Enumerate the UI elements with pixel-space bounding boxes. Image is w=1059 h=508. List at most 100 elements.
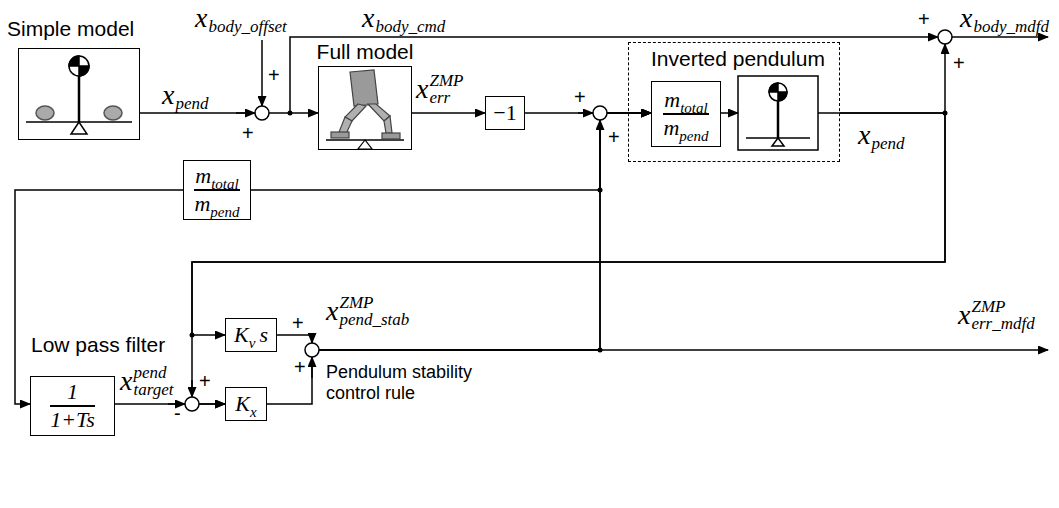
symbol: m (195, 164, 211, 188)
mass-ratio: mtotalmpend (663, 88, 708, 140)
signal-wires (168, 37, 1048, 404)
signal-symbol: x (960, 2, 972, 34)
block-box: mtotalmpend (651, 81, 721, 147)
symbol: K (235, 392, 250, 416)
spacer (175, 78, 208, 95)
block-box: mtotalmpend (183, 160, 251, 220)
signal-name: xbody_mdfd (960, 1, 1049, 35)
fraction-bar (50, 405, 95, 407)
subscript: v (249, 336, 256, 351)
sign-mark: + (292, 312, 304, 334)
subscript: body_offset (208, 18, 286, 35)
signal-symbol: x (326, 295, 338, 327)
sign-mark: + (294, 356, 306, 378)
superscript: ZMP (429, 72, 463, 89)
block-heading: Inverted pendulum (651, 47, 825, 71)
fraction-row: mpend (194, 192, 239, 216)
superscript: ZMP (339, 294, 409, 311)
superscript: pend (133, 364, 173, 381)
summing-junctions (185, 30, 952, 411)
spacer (871, 118, 904, 135)
signal-name: xpend (858, 118, 904, 152)
gain-value: −1 (493, 101, 516, 125)
block-box: Low pass filter11+Ts (30, 376, 115, 436)
block-box: Kvs (225, 318, 277, 352)
sign-mark: + (199, 370, 211, 392)
signal-symbol: x (362, 2, 374, 34)
signal-symbol: x (195, 2, 207, 34)
sign-mark: - (174, 402, 181, 424)
symbol: 1 (67, 380, 78, 404)
dashed-group-box: Inverted pendulummtotalmpend (628, 42, 840, 162)
signal-name: xZMPpend_stab (326, 294, 409, 328)
signal-connector (267, 113, 651, 404)
index-stack: body_cmd (375, 1, 445, 35)
subscript: err_mdfd (971, 315, 1034, 332)
signal-symbol: x (958, 299, 970, 331)
sign-mark: + (268, 64, 280, 86)
index-stack: ZMPerr_mdfd (971, 298, 1034, 332)
symbol: m (664, 88, 680, 112)
subscript: target (133, 381, 173, 398)
junction-dots (190, 111, 948, 353)
signal-symbol: x (858, 119, 870, 151)
sign-mark: + (918, 8, 930, 30)
velocity-gain: Kvs (234, 323, 268, 347)
subscript: err (429, 89, 463, 106)
superscript: ZMP (971, 298, 1034, 315)
subscript: pend (210, 205, 239, 220)
signal-name: xZMPerr (416, 72, 463, 106)
block-box: −1 (485, 96, 525, 130)
fraction-row: mpend (663, 116, 708, 140)
fraction-row: 1 (67, 380, 78, 404)
position-gain: Kx (235, 392, 256, 416)
index-stack: ZMPerr (429, 72, 463, 106)
subscript: pend (679, 129, 708, 144)
subscript: total (680, 101, 708, 116)
subscript: pend (871, 135, 904, 152)
signal-connector (277, 113, 651, 350)
block-box: Kx (225, 387, 267, 421)
simple-model-figure (26, 56, 132, 134)
signal-name: xbody_cmd (362, 1, 445, 35)
robot-figure (326, 70, 404, 149)
signal-connector (251, 113, 651, 190)
subscript: pend (175, 95, 208, 112)
fraction-row: 1+Ts (50, 408, 95, 432)
block-box: Simple model (18, 48, 140, 140)
subscript: x (250, 405, 257, 420)
subscript: body_mdfd (973, 18, 1049, 35)
signal-connector (412, 112, 485, 114)
index-stack: pend (175, 78, 208, 112)
box-content: −1 (493, 101, 516, 125)
signal-connector (192, 113, 945, 404)
signal-symbol: x (162, 79, 174, 111)
index-stack: body_offset (208, 1, 286, 35)
spacer (973, 1, 1049, 18)
index-stack: body_mdfd (973, 1, 1049, 35)
signal-connector (15, 190, 183, 404)
block-heading: Low pass filter (31, 333, 165, 357)
fraction-row: mtotal (195, 164, 238, 188)
signal-name: xZMPerr_mdfd (958, 298, 1035, 332)
sign-mark: + (574, 86, 586, 108)
index-stack: ZMPpend_stab (339, 294, 409, 328)
filter-transfer: 1 1+Ts (50, 380, 95, 432)
symbol: 1+Ts (50, 408, 95, 432)
signal-connector (192, 113, 945, 335)
subscript: total (211, 177, 239, 192)
block-heading: Full model (317, 40, 414, 64)
signal-name: xpendtarget (120, 364, 173, 398)
sign-mark: + (953, 52, 965, 74)
block-caption: Pendulum stability control rule (326, 362, 496, 404)
pendulum-block (738, 76, 818, 150)
symbol: m (194, 192, 210, 216)
signal-name: xbody_offset (195, 1, 287, 35)
sign-mark: + (242, 122, 254, 144)
block-box: Full model (318, 66, 412, 150)
symbol: m (663, 116, 679, 140)
signal-symbol: x (416, 73, 428, 105)
index-stack: pend (871, 118, 904, 152)
